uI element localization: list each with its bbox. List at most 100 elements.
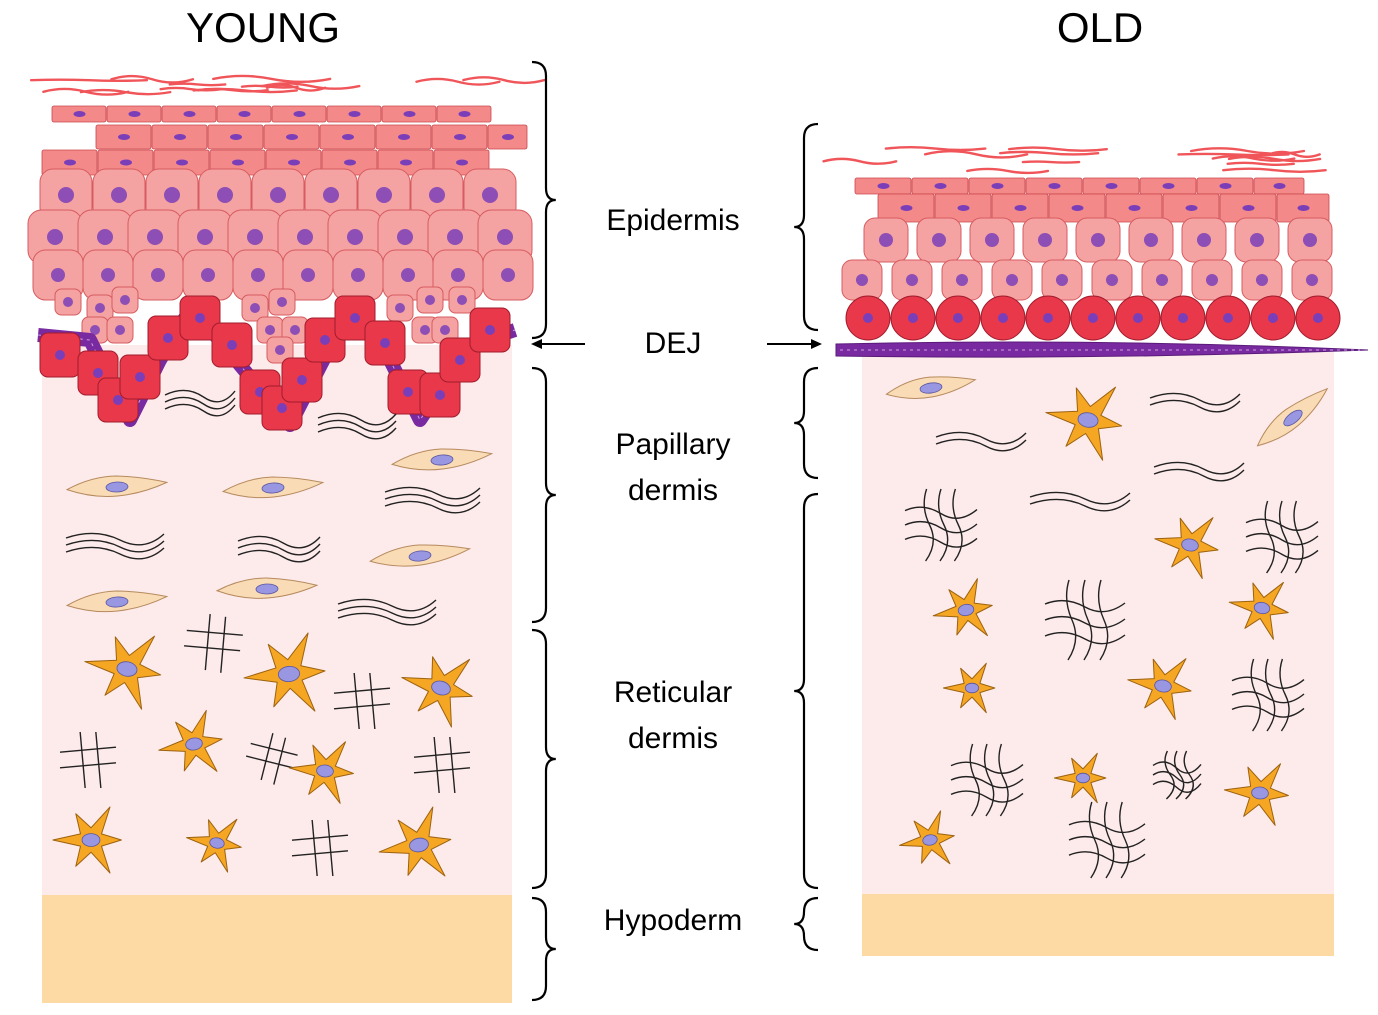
cell-nucleus bbox=[55, 350, 65, 360]
collagen-fiber bbox=[950, 761, 1024, 774]
keratin-fiber bbox=[415, 77, 501, 86]
brackets bbox=[531, 60, 819, 1002]
cell-nucleus bbox=[293, 111, 306, 117]
old-title: OLD bbox=[1056, 4, 1144, 51]
cell-nucleus bbox=[113, 395, 123, 405]
collagen-fiber bbox=[260, 732, 274, 781]
fibroblast-nucleus bbox=[105, 481, 129, 493]
cell-nucleus bbox=[1256, 274, 1268, 286]
cell-nucleus bbox=[151, 268, 165, 282]
cell-nucleus bbox=[63, 297, 73, 307]
bracket bbox=[531, 60, 556, 340]
cell-nucleus bbox=[277, 403, 287, 413]
cell-nucleus bbox=[51, 268, 65, 282]
cell-nucleus bbox=[1273, 183, 1286, 189]
old-dermis-content bbox=[885, 376, 1329, 879]
collagen-fiber bbox=[1119, 801, 1130, 879]
cell-nucleus bbox=[147, 229, 163, 245]
collagen-fiber bbox=[317, 419, 397, 433]
fibroblast-stellate bbox=[52, 806, 122, 874]
collagen-fiber bbox=[449, 736, 456, 794]
fibroblast-nucleus bbox=[277, 665, 301, 683]
keratin-fiber bbox=[1226, 161, 1295, 167]
collagen-fiber bbox=[950, 775, 1024, 789]
fibroblast-nucleus bbox=[1181, 538, 1199, 552]
collagen-fiber bbox=[413, 767, 471, 774]
cell-nucleus bbox=[265, 325, 275, 335]
keratin-fiber bbox=[212, 74, 332, 84]
fibroblast-stellate bbox=[1223, 763, 1289, 826]
collagen-fiber bbox=[1044, 631, 1126, 645]
fibroblast-stellate bbox=[401, 656, 473, 728]
collagen-fiber bbox=[433, 736, 440, 794]
cell-nucleus bbox=[435, 390, 445, 400]
cell-nucleus bbox=[64, 159, 76, 166]
cell-nucleus bbox=[485, 325, 495, 335]
cell-nucleus bbox=[101, 268, 115, 282]
cell-nucleus bbox=[395, 303, 405, 313]
keratin-fiber bbox=[168, 82, 227, 87]
collagen-bundle bbox=[59, 731, 117, 789]
fibroblast-stellate bbox=[899, 810, 955, 865]
collagen-fiber bbox=[291, 834, 349, 841]
cell-nucleus bbox=[934, 183, 947, 189]
collagen-fiber bbox=[317, 412, 397, 426]
cell-nucleus bbox=[115, 325, 125, 335]
cell-nucleus bbox=[247, 229, 263, 245]
cell-nucleus bbox=[47, 229, 63, 245]
fibroblast-spindle bbox=[65, 475, 169, 497]
cell-nucleus bbox=[1162, 183, 1175, 189]
keratin-fiber bbox=[110, 74, 195, 84]
arrow-left bbox=[531, 339, 585, 349]
cell-nucleus bbox=[403, 111, 416, 117]
collagen-fiber bbox=[1183, 750, 1194, 800]
fibroblast-stellate bbox=[1053, 752, 1107, 804]
fibroblast-spindle bbox=[369, 544, 472, 567]
cell-nucleus bbox=[1091, 233, 1105, 247]
collagen-fiber bbox=[904, 520, 978, 534]
cell-nucleus bbox=[128, 111, 141, 117]
cell-nucleus bbox=[230, 134, 242, 140]
collagen-fiber bbox=[65, 532, 165, 546]
keratin-fiber bbox=[1007, 146, 1108, 152]
bracket bbox=[531, 366, 556, 624]
cell-nucleus bbox=[297, 229, 313, 245]
cell-nucleus bbox=[1268, 313, 1278, 323]
cell-nucleus bbox=[497, 229, 513, 245]
keratin-fiber bbox=[1177, 152, 1290, 157]
collagen-fiber bbox=[59, 762, 117, 769]
fibroblast-stellate bbox=[288, 741, 354, 804]
collagen-meshwork bbox=[1245, 500, 1319, 574]
fibroblast-nucleus bbox=[1154, 679, 1172, 693]
keratin-fiber bbox=[1189, 147, 1306, 155]
cell-nucleus bbox=[908, 313, 918, 323]
cell-nucleus bbox=[451, 268, 465, 282]
cell-nucleus bbox=[1048, 183, 1061, 189]
fibroblast-nucleus bbox=[1077, 412, 1099, 428]
cell-nucleus bbox=[348, 111, 361, 117]
fibroblast-stellate bbox=[243, 632, 326, 712]
cell-nucleus bbox=[1197, 233, 1211, 247]
collagen-fiber bbox=[1245, 518, 1319, 531]
fibroblast-nucleus bbox=[922, 834, 938, 846]
fibroblast-spindle bbox=[65, 590, 169, 613]
keratin-fiber bbox=[79, 88, 172, 96]
arrow-right bbox=[767, 339, 822, 349]
cell-nucleus bbox=[320, 335, 330, 345]
fibroblast-nucleus bbox=[185, 737, 203, 751]
cell-nucleus bbox=[482, 187, 498, 203]
collagen-fiber bbox=[250, 742, 298, 756]
cell-nucleus bbox=[90, 325, 100, 335]
collagen-fiber bbox=[1103, 801, 1115, 879]
fibroblast-nucleus bbox=[964, 682, 980, 694]
collagen-meshwork bbox=[1068, 801, 1146, 879]
collagen-fiber bbox=[950, 790, 1024, 803]
cell-nucleus bbox=[398, 134, 410, 140]
cell-nucleus bbox=[1043, 313, 1053, 323]
cell-nucleus bbox=[900, 205, 913, 211]
collagen-fiber bbox=[904, 506, 978, 519]
cell-nucleus bbox=[1144, 233, 1158, 247]
collagen-fiber bbox=[1152, 780, 1202, 793]
collagen-bundle bbox=[291, 819, 349, 877]
cell-nucleus bbox=[376, 187, 392, 203]
